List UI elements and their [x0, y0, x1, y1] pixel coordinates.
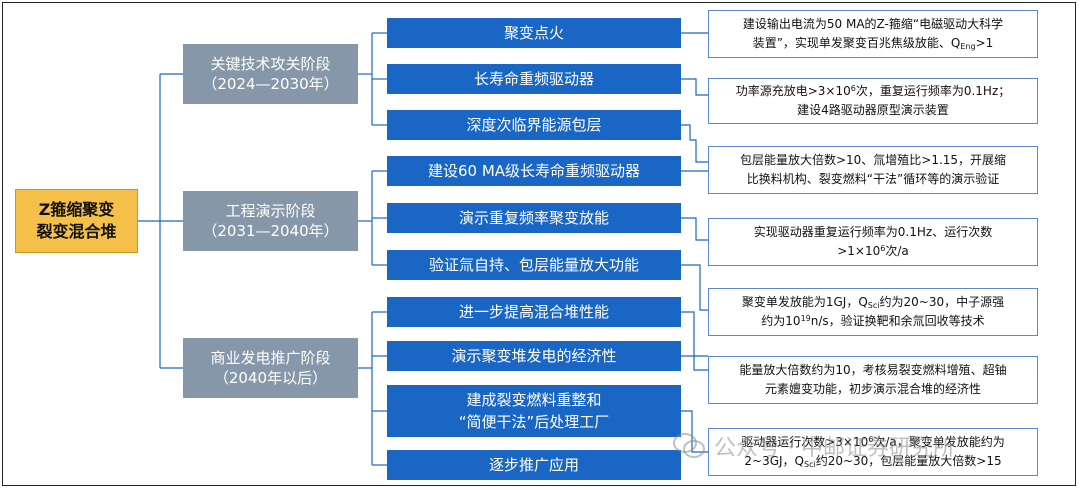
root-node: Z箍缩聚变 裂变混合堆	[15, 189, 138, 253]
task-3-label: 深度次临界能源包层	[466, 115, 602, 134]
note-2: 功率源充放电>3×106次，重复运行频率为0.1Hz； 建设4路驱动器原型演示装…	[708, 78, 1038, 124]
phase-3-box: 商业发电推广阶段 （2040年以后）	[183, 338, 358, 398]
note-4-line-2: >1×106次/a	[837, 244, 909, 258]
task-2-label: 长寿命重频驱动器	[473, 69, 594, 88]
task-1-label: 聚变点火	[503, 23, 564, 42]
note-1-line-2: 装置”，实现单发聚变百兆焦级放能、QEng>1	[752, 36, 994, 51]
task-10-label: 逐步推广应用	[488, 455, 579, 474]
task-9-line-1: 建成裂变燃料重整和	[466, 390, 602, 409]
task-9-line-2: “简便干法”后处理工厂	[458, 413, 610, 431]
note-3: 包层能量放大倍数>10、氚增殖比>1.15，开展缩 比换料机构、裂变燃料“干法”…	[708, 146, 1038, 194]
task-10: 逐步推广应用	[387, 450, 681, 480]
note-5-line-2: 约为1019n/s，验证换靶和余氚回收等技术	[761, 314, 985, 328]
task-1: 聚变点火	[387, 18, 681, 48]
note-1-line-1: 建设输出电流为50 MA的Z-箍缩“电磁驱动大科学	[742, 16, 1004, 31]
task-5-label: 演示重复频率聚变放能	[458, 208, 609, 227]
phase-3-name: 商业发电推广阶段	[210, 348, 331, 367]
phase-2-box: 工程演示阶段 （2031—2040年）	[183, 191, 358, 251]
task-4: 建设60 MA级长寿命重频驱动器	[387, 156, 681, 186]
root-line-2: 裂变混合堆	[36, 222, 117, 241]
task-7-label: 进一步提高混合堆性能	[458, 302, 609, 321]
root-line-1: Z箍缩聚变	[38, 200, 115, 220]
task-3: 深度次临界能源包层	[387, 110, 681, 140]
note-6: 能量放大倍数约为10，考核易裂变燃料增殖、超铀 元素嬗变功能，初步演示混合堆的经…	[708, 356, 1038, 404]
note-4-line-1: 实现驱动器重复运行频率为0.1Hz、运行次数	[753, 224, 993, 239]
task-4-label: 建设60 MA级长寿命重频驱动器	[427, 161, 641, 180]
phase-2-name: 工程演示阶段	[225, 201, 316, 220]
note-7-line-1: 驱动器运行次数>3×106次/a，聚变单发放能约为	[741, 434, 1005, 449]
task-6: 验证氚自持、包层能量放大功能	[387, 250, 681, 280]
note-6-line-2: 元素嬗变功能，初步演示混合堆的经济性	[764, 382, 981, 396]
note-3-line-1: 包层能量放大倍数>10、氚增殖比>1.15，开展缩	[739, 152, 1007, 167]
note-2-line-2: 建设4路驱动器原型演示装置	[797, 103, 949, 117]
task-9: 建成裂变燃料重整和 “简便干法”后处理工厂	[387, 385, 681, 437]
task-8-label: 演示聚变堆发电的经济性	[451, 346, 617, 365]
task-2: 长寿命重频驱动器	[387, 64, 681, 94]
note-7: 驱动器运行次数>3×106次/a，聚变单发放能约为 2~3GJ，QSci约20~…	[708, 428, 1038, 476]
note-1: 建设输出电流为50 MA的Z-箍缩“电磁驱动大科学 装置”，实现单发聚变百兆焦级…	[708, 10, 1038, 58]
note-5: 聚变单发放能为1GJ，QSci约为20~30，中子源强 约为1019n/s，验证…	[708, 288, 1038, 336]
note-5-line-1: 聚变单发放能为1GJ，QSci约为20~30，中子源强	[741, 294, 1005, 310]
phase-1-box: 关键技术攻关阶段 （2024—2030年）	[183, 44, 358, 104]
note-6-line-1: 能量放大倍数约为10，考核易裂变燃料增殖、超铀	[739, 362, 1007, 377]
note-3-line-2: 比换料机构、裂变燃料“干法”循环等的演示验证	[746, 172, 1000, 186]
task-8: 演示聚变堆发电的经济性	[387, 341, 681, 371]
task-6-label: 验证氚自持、包层能量放大功能	[428, 255, 639, 274]
note-7-line-2: 2~3GJ，QSci约20~30，包层能量放大倍数>15	[744, 454, 1002, 469]
task-5: 演示重复频率聚变放能	[387, 203, 681, 233]
phase-1-years: （2024—2030年）	[202, 75, 339, 93]
note-2-line-1: 功率源充放电>3×106次，重复运行频率为0.1Hz；	[735, 83, 1011, 98]
phase-3-years: （2040年以后）	[213, 369, 328, 387]
task-7: 进一步提高混合堆性能	[387, 297, 681, 327]
note-4: 实现驱动器重复运行频率为0.1Hz、运行次数 >1×106次/a	[708, 218, 1038, 266]
phase-2-years: （2031—2040年）	[202, 222, 339, 240]
phase-1-name: 关键技术攻关阶段	[210, 54, 331, 73]
